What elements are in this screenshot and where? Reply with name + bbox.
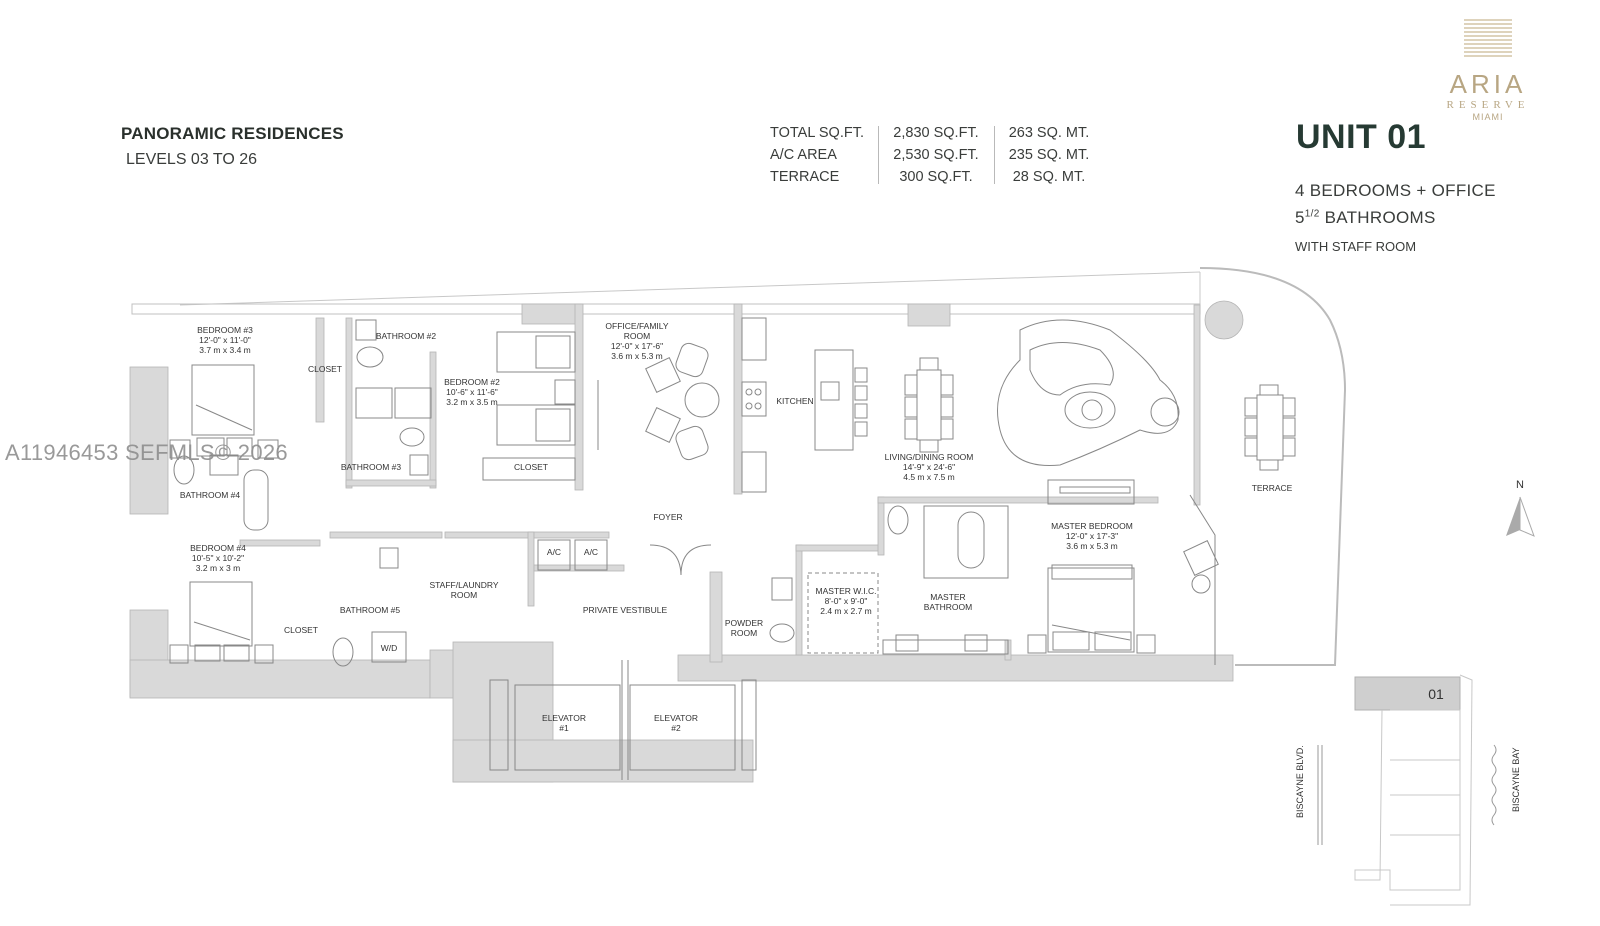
compass-label: N xyxy=(1516,479,1524,491)
master-wic-ft: 8'-0" x 9'-0" xyxy=(825,596,868,606)
area-row-ac: A/C AREA 2,530 SQ.FT. 235 SQ. MT. xyxy=(770,144,1104,166)
living-label: LIVING/DINING ROOM xyxy=(885,452,974,462)
kitchen-label: KITCHEN xyxy=(776,396,813,406)
powder-label-2: ROOM xyxy=(731,628,757,638)
unit-title: UNIT 01 xyxy=(1296,118,1427,156)
bedroom4-ft: 10'-5" x 10'-2" xyxy=(192,553,244,563)
office-label-2: ROOM xyxy=(624,331,650,341)
living-ft: 14'-9" x 24'-6" xyxy=(903,462,955,472)
area-sqft: 300 SQ.FT. xyxy=(899,169,973,185)
area-label: TOTAL SQ.FT. xyxy=(770,125,864,141)
area-row-total: TOTAL SQ.FT. 2,830 SQ.FT. 263 SQ. MT. xyxy=(770,122,1104,144)
closet-b3-label: CLOSET xyxy=(308,364,342,374)
area-row-terrace: TERRACE 300 SQ.FT. 28 SQ. MT. xyxy=(770,166,1104,188)
staff-laundry-label-1: STAFF/LAUNDRY xyxy=(429,580,498,590)
area-table: TOTAL SQ.FT. 2,830 SQ.FT. 263 SQ. MT. A/… xyxy=(770,122,1104,188)
office-label-1: OFFICE/FAMILY xyxy=(605,321,668,331)
bathroom3-label: BATHROOM #3 xyxy=(341,462,402,472)
master-wic-label: MASTER W.I.C. xyxy=(816,586,877,596)
area-divider xyxy=(878,126,879,184)
logo-reserve: RESERVE xyxy=(1446,99,1530,111)
closet-b2-label: CLOSET xyxy=(514,462,548,472)
bedroom2-m: 3.2 m x 3.5 m xyxy=(446,397,498,407)
key-plan-bay: BISCAYNE BAY xyxy=(1511,747,1521,812)
baths-fraction: 1/2 xyxy=(1304,208,1320,220)
room-labels: BEDROOM #3 12'-0" x 11'-0" 3.7 m x 3.4 m… xyxy=(180,321,1293,733)
mls-watermark: A11946453 SEFMLS© 2026 xyxy=(5,440,288,465)
ac2-label: A/C xyxy=(584,547,598,557)
area-sqm: 263 SQ. MT. xyxy=(1008,125,1090,141)
area-label: TERRACE xyxy=(770,169,840,185)
bedroom3-label: BEDROOM #3 xyxy=(197,325,253,335)
bathroom5-label: BATHROOM #5 xyxy=(340,605,401,615)
key-plan: 01 BISCAYNE BLVD. BISCAYNE BAY xyxy=(1295,674,1521,906)
office-ft: 12'-0" x 17'-6" xyxy=(611,341,663,351)
unit-bathrooms: 51/2 BATHROOMS xyxy=(1295,208,1436,228)
bathroom4-label: BATHROOM #4 xyxy=(180,490,241,500)
key-plan-street: BISCAYNE BLVD. xyxy=(1295,745,1305,818)
staff-laundry-label-2: ROOM xyxy=(451,590,477,600)
vestibule-label: PRIVATE VESTIBULE xyxy=(583,605,668,615)
aria-reserve-logo: ARIA RESERVE MIAMI xyxy=(1440,18,1536,122)
master-bath-label-2: BATHROOM xyxy=(924,602,972,612)
baths-whole: 5 xyxy=(1295,208,1305,227)
master-bedroom-ft: 12'-0" x 17'-3" xyxy=(1066,531,1118,541)
elevator2-label: ELEVATOR xyxy=(654,713,698,723)
area-sqm: 235 SQ. MT. xyxy=(1008,147,1090,163)
bedroom2-ft: 10'-6" x 11'-6" xyxy=(446,387,498,397)
terrace-label: TERRACE xyxy=(1252,483,1293,493)
area-sqm: 28 SQ. MT. xyxy=(1012,169,1086,185)
ac1-label: A/C xyxy=(547,547,561,557)
area-sqft: 2,530 SQ.FT. xyxy=(893,147,979,163)
master-wic-m: 2.4 m x 2.7 m xyxy=(820,606,872,616)
elevator1-num: #1 xyxy=(559,723,569,733)
logo-word: ARIA xyxy=(1449,69,1527,99)
series-title: PANORAMIC RESIDENCES xyxy=(121,124,344,143)
office-m: 3.6 m x 5.3 m xyxy=(611,351,663,361)
master-bedroom-label: MASTER BEDROOM xyxy=(1051,521,1133,531)
elevator1-label: ELEVATOR xyxy=(542,713,586,723)
unit-staff-room: WITH STAFF ROOM xyxy=(1295,239,1417,254)
powder-label-1: POWDER xyxy=(725,618,763,628)
logo-lines-icon xyxy=(1464,19,1512,57)
bedroom3-m: 3.7 m x 3.4 m xyxy=(199,345,251,355)
area-label: A/C AREA xyxy=(770,147,837,163)
key-plan-unit-highlight xyxy=(1354,676,1461,711)
series-levels: LEVELS 03 TO 26 xyxy=(126,151,258,168)
bedroom4-label: BEDROOM #4 xyxy=(190,543,246,553)
unit-bedrooms: 4 BEDROOMS + OFFICE xyxy=(1295,181,1496,200)
area-divider xyxy=(994,126,995,184)
master-bedroom-m: 3.6 m x 5.3 m xyxy=(1066,541,1118,551)
bathroom2-label: BATHROOM #2 xyxy=(376,331,437,341)
area-sqft: 2,830 SQ.FT. xyxy=(893,125,979,141)
bedroom3-ft: 12'-0" x 11'-0" xyxy=(199,335,251,345)
logo-city: MIAMI xyxy=(1472,112,1504,122)
north-arrow-icon: N xyxy=(1506,479,1535,537)
bedroom4-m: 3.2 m x 3 m xyxy=(196,563,240,573)
bedroom2-label: BEDROOM #2 xyxy=(444,377,500,387)
baths-label: BATHROOMS xyxy=(1319,208,1436,227)
living-m: 4.5 m x 7.5 m xyxy=(903,472,955,482)
key-plan-unit-label: 01 xyxy=(1428,686,1444,702)
foyer-label: FOYER xyxy=(653,512,682,522)
closet-b4-label: CLOSET xyxy=(284,625,318,635)
wd-label: W/D xyxy=(381,643,398,653)
master-bath-label-1: MASTER xyxy=(930,592,965,602)
elevator2-num: #2 xyxy=(671,723,681,733)
